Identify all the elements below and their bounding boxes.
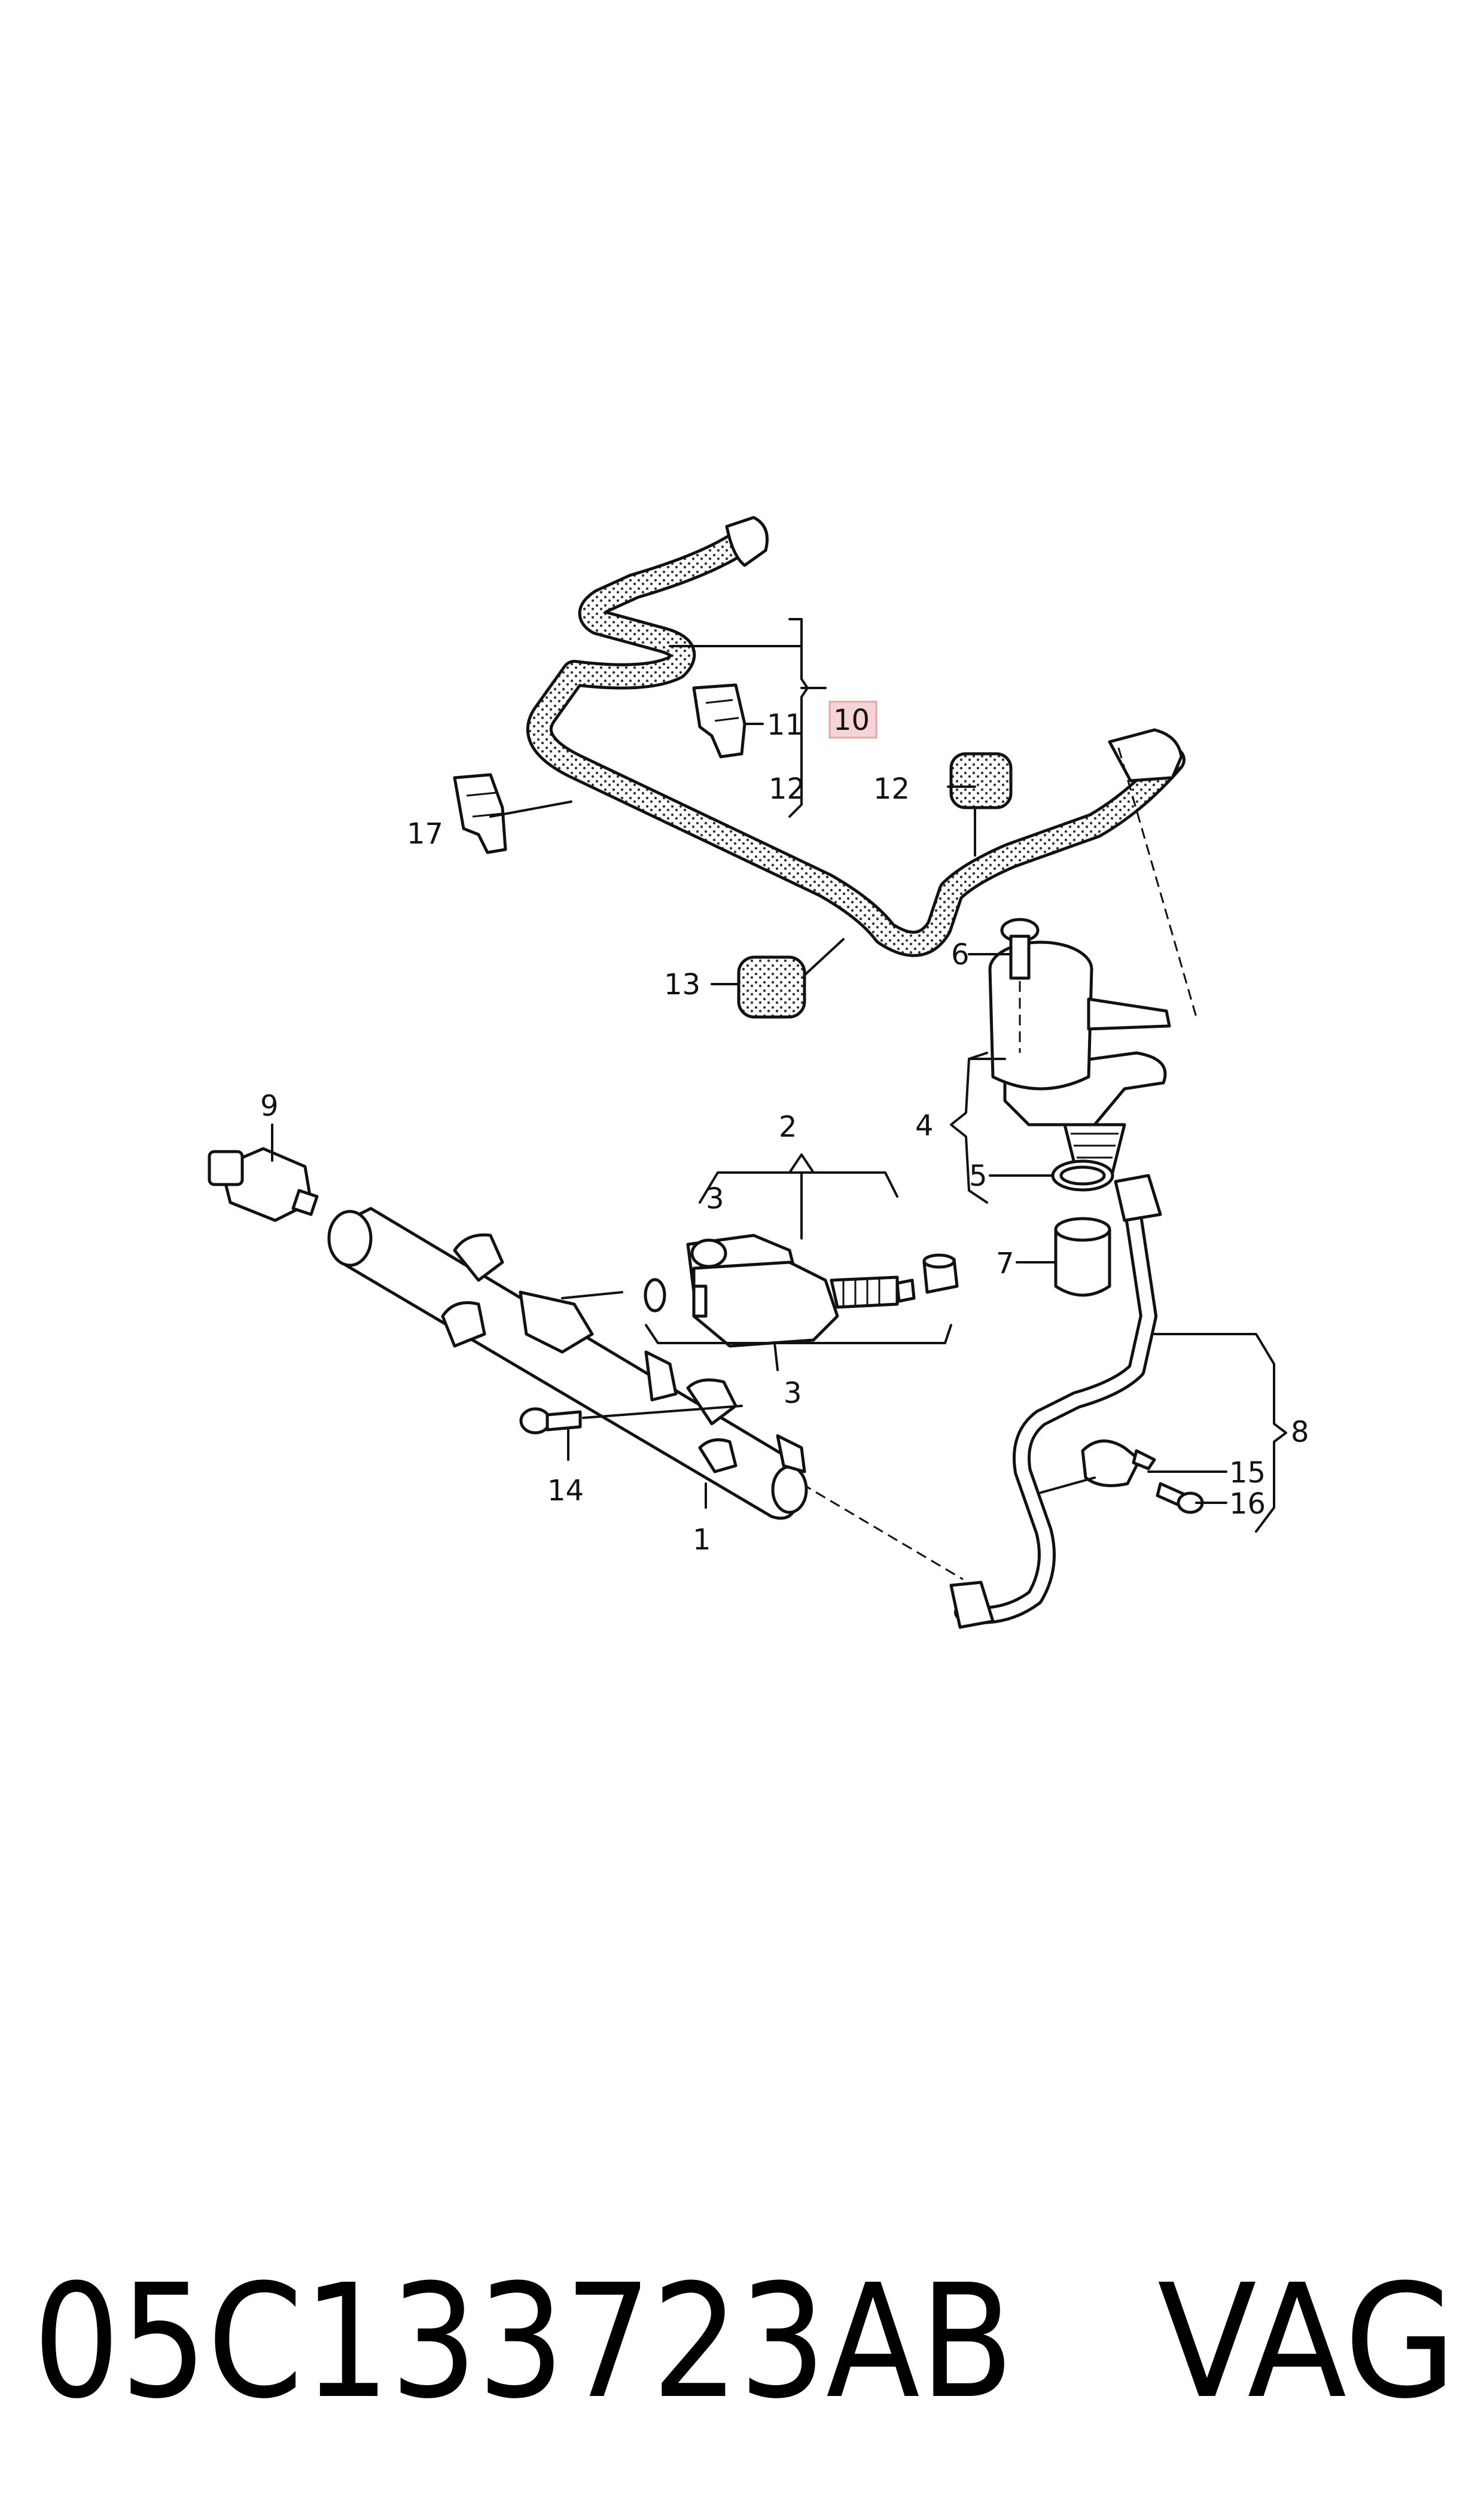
- hose-clip[interactable]: [692, 683, 746, 759]
- fuel-injector[interactable]: [686, 1234, 916, 1348]
- callout-16[interactable]: 16: [1229, 1487, 1266, 1521]
- callout-17[interactable]: 17: [407, 817, 443, 851]
- fuel-hose[interactable]: [526, 516, 1186, 957]
- callout-2[interactable]: 2: [779, 1110, 797, 1144]
- pipe-clamp[interactable]: [1081, 1439, 1156, 1487]
- bracket-clip[interactable]: [453, 773, 507, 854]
- callout-11[interactable]: 11: [767, 708, 803, 742]
- brand-name: VAG: [1157, 2251, 1456, 2433]
- roller-tappet[interactable]: [1054, 1217, 1111, 1297]
- callout-5[interactable]: 5: [969, 1159, 988, 1193]
- callout-10[interactable]: 10: [833, 704, 870, 737]
- highlight-box: [828, 701, 877, 739]
- injector-support-ring[interactable]: [922, 1253, 959, 1294]
- callout-3[interactable]: 3: [706, 1182, 724, 1216]
- callout-15[interactable]: 15: [1229, 1456, 1266, 1490]
- callout-7[interactable]: 7: [996, 1247, 1014, 1280]
- callout-14[interactable]: 14: [547, 1474, 584, 1508]
- clamp-bolt[interactable]: [1156, 1482, 1204, 1514]
- hose-grommet-lower[interactable]: [737, 955, 806, 1019]
- fuel-rail[interactable]: [327, 1207, 808, 1520]
- pump-bolt[interactable]: [1000, 918, 1040, 980]
- high-pressure-pipe[interactable]: [949, 1174, 1162, 1629]
- o-ring[interactable]: [1051, 1159, 1114, 1192]
- callout-8[interactable]: 8: [1291, 1415, 1309, 1449]
- callout-6[interactable]: 6: [951, 938, 970, 972]
- pressure-sensor[interactable]: [208, 1147, 319, 1222]
- callout-12[interactable]: 12: [769, 772, 805, 806]
- callout-9[interactable]: 9: [260, 1089, 279, 1123]
- part-number: 05C133723AB: [33, 2251, 1014, 2433]
- callout-4[interactable]: 4: [915, 1109, 934, 1143]
- rail-bolt[interactable]: [519, 1407, 582, 1435]
- leader-lines: [271, 618, 1287, 1533]
- callout-1[interactable]: 1: [693, 1523, 711, 1557]
- hose-grommet[interactable]: [949, 752, 1013, 809]
- injector-seal[interactable]: [644, 1278, 666, 1313]
- callout-12[interactable]: 12: [873, 772, 910, 806]
- callout-13[interactable]: 13: [664, 968, 700, 1001]
- callout-3[interactable]: 3: [784, 1377, 802, 1410]
